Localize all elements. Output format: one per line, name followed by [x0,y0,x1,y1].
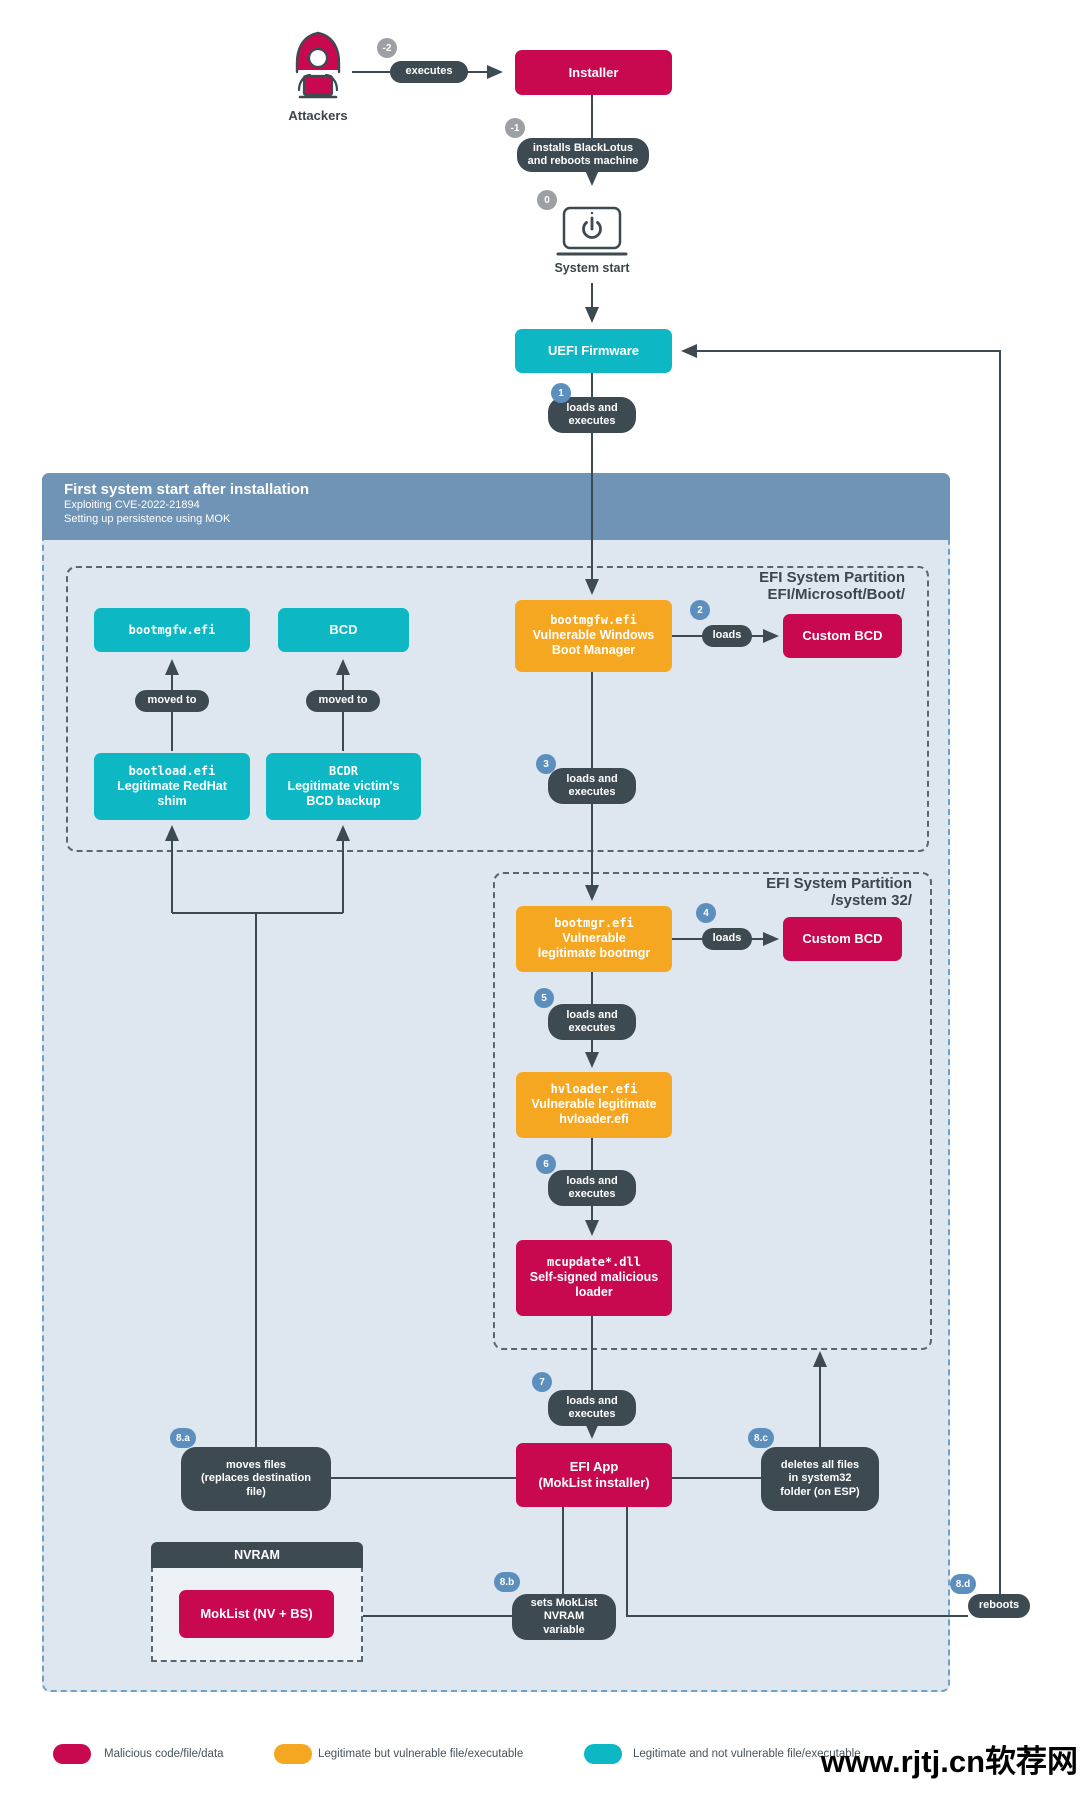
step-badge-minus2: -2 [377,38,397,58]
nvram-title-bar: NVRAM [151,1542,363,1568]
system-start-icon [556,206,628,256]
panel-title: First system start after installation [64,481,310,498]
bootmgfw-moved-label: bootmgfw.efi [128,622,216,637]
first-boot-panel-header: First system start after installation Ex… [42,473,950,540]
step-badge-8d: 8.d [950,1574,976,1594]
deletes-files-pill: deletes all files in system32 folder (on… [761,1447,879,1511]
moved-to-pill-1: moved to [135,690,209,712]
sets-moklist-pill: sets MokList NVRAM variable [512,1594,616,1640]
efi-app-node: EFI App (MokList installer) [516,1443,672,1507]
step-badge-3: 3 [536,754,556,774]
vulnerable-boot-manager-desc: Vulnerable Windows Boot Manager [532,628,655,658]
vulnerable-bootmgr-node: bootmgr.efi Vulnerable legitimate bootmg… [516,906,672,972]
executes-pill: executes [390,61,468,83]
loads-executes-pill-5: loads and executes [548,1004,636,1040]
mcupdate-file: mcupdate*.dll [547,1255,641,1270]
vulnerable-boot-manager-file: bootmgfw.efi [550,613,637,628]
legend-label-malicious: Malicious code/file/data [104,1748,224,1760]
bootmgfw-moved-node: bootmgfw.efi [94,608,250,652]
step-badge-2: 2 [690,600,710,620]
step-badge-minus1: -1 [505,118,525,138]
step-badge-1: 1 [551,383,571,403]
step-badge-8a: 8.a [170,1428,196,1448]
step-badge-8b: 8.b [494,1572,520,1592]
attacker-icon [295,31,341,99]
loads-pill-2: loads [702,625,752,647]
mcupdate-loader-node: mcupdate*.dll Self-signed malicious load… [516,1240,672,1316]
loads-executes-pill-6: loads and executes [548,1170,636,1206]
bcdr-file-label: BCDR [329,763,358,778]
installer-node: Installer [515,50,672,95]
legend-swatch-legitimate [584,1744,622,1764]
legend-swatch-malicious [53,1744,91,1764]
loads-executes-pill-3: loads and executes [548,768,636,804]
step-badge-0: 0 [537,190,557,210]
esp-system32-title: EFI System Partition /system 32/ [766,875,912,909]
loads-pill-4: loads [702,928,752,950]
custom-bcd-node-2: Custom BCD [783,917,902,961]
vulnerable-hvloader-file: hvloader.efi [550,1082,638,1097]
watermark-text: www.rjtj.cn软荐网 [820,1744,1078,1779]
vulnerable-hvloader-desc: Vulnerable legitimate hvloader.efi [531,1097,657,1127]
reboots-pill: reboots [968,1594,1030,1618]
mcupdate-desc: Self-signed malicious loader [529,1270,659,1300]
esp-microsoft-boot-title: EFI System Partition EFI/Microsoft/Boot/ [759,569,905,603]
moklist-node: MokList (NV + BS) [179,1590,334,1638]
bcdr-desc-label: Legitimate victim's BCD backup [287,778,400,808]
vulnerable-boot-manager-node: bootmgfw.efi Vulnerable Windows Boot Man… [515,600,672,672]
step-badge-8c: 8.c [748,1428,774,1448]
step-badge-5: 5 [534,988,554,1008]
legend-swatch-vulnerable [274,1744,312,1764]
uefi-firmware-node: UEFI Firmware [515,329,672,373]
custom-bcd-node-1: Custom BCD [783,614,902,658]
legend-label-vulnerable: Legitimate but vulnerable file/executabl… [318,1748,524,1760]
installs-blacklotus-pill: installs BlackLotus and reboots machine [517,138,649,172]
vulnerable-bootmgr-file: bootmgr.efi [554,916,634,931]
bootload-desc-label: Legitimate RedHat shim [117,778,227,808]
bcdr-backup-node: BCDR Legitimate victim's BCD backup [266,753,421,820]
loads-executes-pill-7: loads and executes [548,1390,636,1426]
bootload-file-label: bootload.efi [128,763,216,778]
vulnerable-bootmgr-desc: Vulnerable legitimate bootmgr [537,931,651,961]
moves-files-pill: moves files (replaces destination file) [181,1447,331,1511]
step-badge-6: 6 [536,1154,556,1174]
attackers-label: Attackers [288,108,348,123]
legend-label-legitimate: Legitimate and not vulnerable file/execu… [633,1748,861,1760]
moved-to-pill-2: moved to [306,690,380,712]
panel-subtitle-2: Setting up persistence using MOK [64,513,231,526]
vulnerable-hvloader-node: hvloader.efi Vulnerable legitimate hvloa… [516,1072,672,1138]
step-badge-7: 7 [532,1372,552,1392]
step-badge-4: 4 [696,903,716,923]
bcd-moved-node: BCD [278,608,409,652]
bootload-shim-node: bootload.efi Legitimate RedHat shim [94,753,250,820]
panel-subtitle-1: Exploiting CVE-2022-21894 [64,499,200,511]
system-start-label: System start [554,261,630,275]
